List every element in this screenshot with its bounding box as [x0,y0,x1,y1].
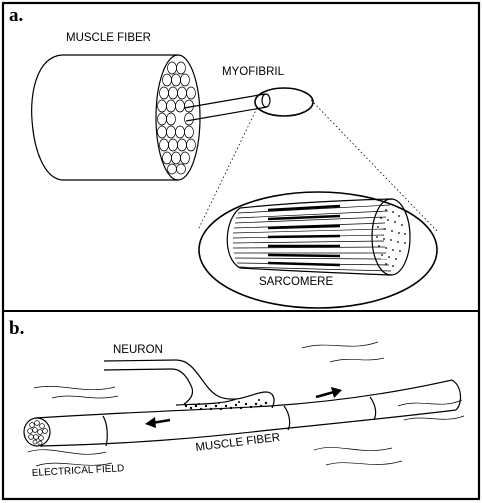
neuron-label: NEURON [113,344,163,356]
panel-b-letter: b. [9,318,24,339]
sarcomere-label: SARCOMERE [259,276,333,288]
muscle-fiber-label-a: MUSCLE FIBER [66,32,151,44]
myofibril-label: MYOFIBRIL [222,66,285,78]
panel-a-letter: a. [9,5,23,26]
